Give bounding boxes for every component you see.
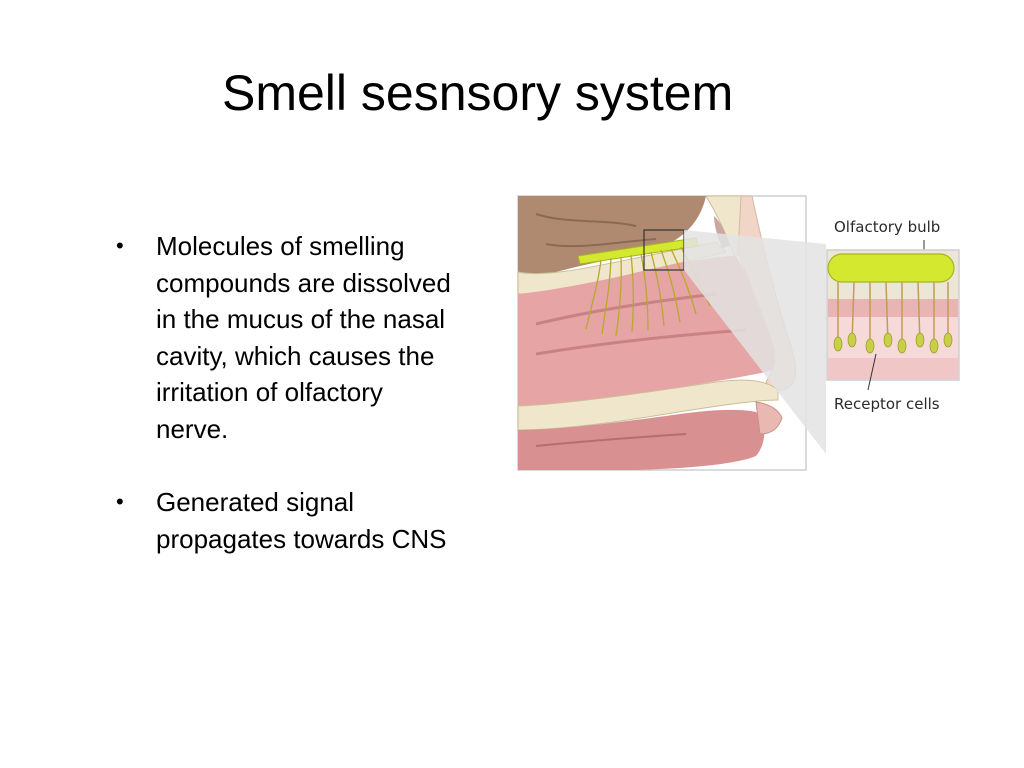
anatomy-illustration: Olfactory bulb xyxy=(517,195,960,471)
hard-palate xyxy=(517,379,779,431)
upper-lip xyxy=(755,401,783,435)
receptor-inset: Olfactory bulb xyxy=(826,218,960,413)
bullet-item: • Molecules of smelling compounds are di… xyxy=(112,228,512,447)
receptor-cell-bodies xyxy=(833,332,953,354)
bullet-line: Molecules of smelling xyxy=(156,231,405,261)
bullet-item: • Generated signal propagates towards CN… xyxy=(112,484,512,557)
bullet-line: nerve. xyxy=(156,413,229,444)
magnification-projection xyxy=(684,230,826,454)
inset-mucus-layer xyxy=(828,358,958,379)
bullet-line: Generated signal xyxy=(156,487,355,517)
bullet-line: irritation of olfactory xyxy=(156,377,383,407)
inset-epithelium xyxy=(828,299,958,317)
bullet-marker: • xyxy=(116,233,124,258)
brain-folds xyxy=(535,213,657,248)
olfactory-bulb-label: Olfactory bulb xyxy=(834,218,940,236)
oral-tissue-detail xyxy=(535,433,687,447)
bullet-line: cavity, which causes the xyxy=(156,340,435,371)
bullet-list: • Molecules of smelling compounds are di… xyxy=(112,228,512,594)
slide-title: Smell sesnsory system xyxy=(222,65,734,121)
brain-region xyxy=(518,196,706,275)
bullet-marker: • xyxy=(116,489,124,514)
bullet-line: propagates towards CNS xyxy=(156,523,447,554)
receptor-cells-label: Receptor cells xyxy=(834,395,940,413)
bullet-line: in the mucus of the nasal xyxy=(156,304,446,334)
receptor-pointer-line xyxy=(867,353,877,391)
magnified-olfactory-bulb xyxy=(827,253,955,283)
tongue-region xyxy=(518,409,765,470)
olfactory-anatomy-figure: Olfactory bulb xyxy=(516,194,966,484)
bullet-line: compounds are dissolved xyxy=(156,267,451,298)
